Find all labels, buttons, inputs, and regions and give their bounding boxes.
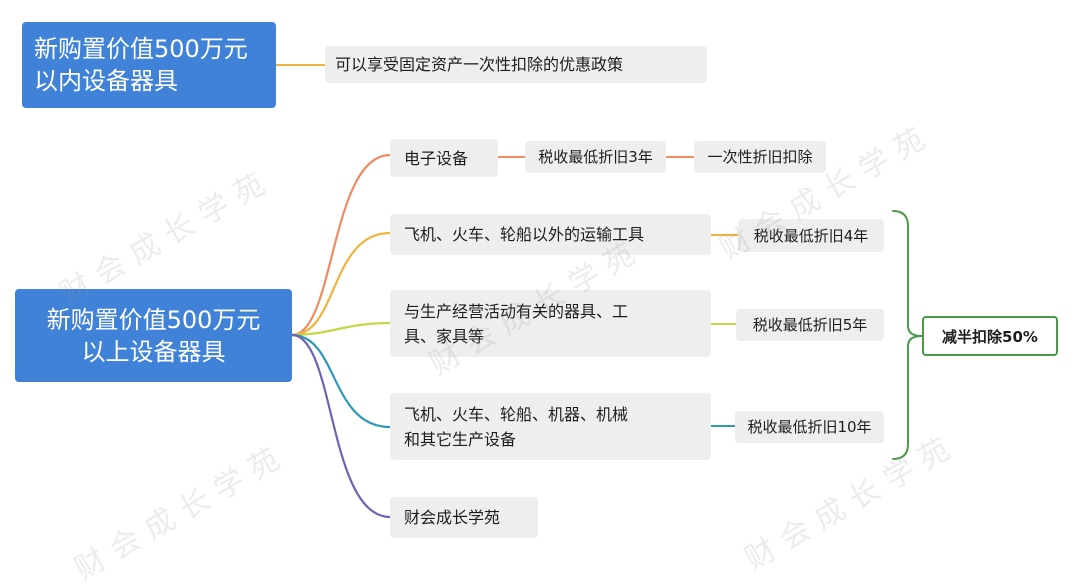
branch-electronic-label: 电子设备 [404, 148, 469, 168]
leaf-production-depreciation[interactable]: 税收最低折旧10年 [735, 411, 884, 443]
top-root-line-1: 新购置价值500万元 [34, 35, 248, 63]
leaf-business-depreciation[interactable]: 税收最低折旧5年 [736, 309, 884, 341]
leaf-transport-depreciation-text: 税收最低折旧4年 [753, 226, 869, 245]
main-root-line-2: 以上设备器具 [81, 337, 226, 366]
connector-main-electronic [290, 153, 392, 337]
connector-main-tools [290, 321, 392, 337]
mindmap-connectors [275, 64, 923, 519]
leaf-electronic-depreciation[interactable]: 税收最低折旧3年 [525, 141, 666, 173]
branch-business-label-line-2: 具、家具等 [404, 326, 485, 346]
summary-label: 减半扣除50% [942, 327, 1038, 346]
leaf-production-depreciation-text: 税收最低折旧10年 [747, 418, 872, 436]
leaf-electronic-one-time[interactable]: 一次性折旧扣除 [694, 141, 826, 173]
leaf-business-depreciation-text: 税收最低折旧5年 [752, 316, 868, 334]
branch-production-equipment[interactable]: 飞机、火车、轮船、机器、机械 和其它生产设备 [390, 393, 711, 460]
top-root-node[interactable]: 新购置价值500万元 以内设备器具 [22, 22, 276, 108]
main-root-node[interactable]: 新购置价值500万元 以上设备器具 [15, 289, 292, 382]
connector-main-transport [290, 231, 392, 337]
leaf-electronic-one-time-text: 一次性折旧扣除 [707, 148, 813, 166]
leaf-transport-depreciation[interactable]: 税收最低折旧4年 [738, 219, 884, 252]
branch-brand-label: 财会成长学苑 [404, 508, 501, 527]
connector-main-brand [290, 333, 392, 519]
summary-node[interactable]: 减半扣除50% [922, 316, 1058, 356]
top-policy-node[interactable]: 可以享受固定资产一次性扣除的优惠政策 [325, 46, 707, 83]
top-policy-text: 可以享受固定资产一次性扣除的优惠政策 [335, 54, 624, 74]
connector-main-machinery [290, 333, 392, 429]
leaf-electronic-depreciation-text: 税收最低折旧3年 [538, 148, 653, 166]
branch-business-label-line-1: 与生产经营活动有关的器具、工 [404, 301, 629, 321]
branch-transport-tools[interactable]: 飞机、火车、轮船以外的运输工具 [390, 214, 711, 255]
branch-production-label-line-2: 和其它生产设备 [404, 429, 517, 449]
branch-electronic-equipment[interactable]: 电子设备 [390, 139, 498, 177]
branch-production-label-line-1: 飞机、火车、轮船、机器、机械 [404, 404, 629, 424]
summary-bracket [892, 210, 923, 460]
main-root-line-1: 新购置价值500万元 [46, 305, 261, 334]
branch-business-tools[interactable]: 与生产经营活动有关的器具、工 具、家具等 [390, 290, 711, 357]
branch-brand-node[interactable]: 财会成长学苑 [390, 497, 538, 538]
branch-transport-label: 飞机、火车、轮船以外的运输工具 [404, 225, 645, 244]
top-root-line-2: 以内设备器具 [34, 67, 178, 95]
